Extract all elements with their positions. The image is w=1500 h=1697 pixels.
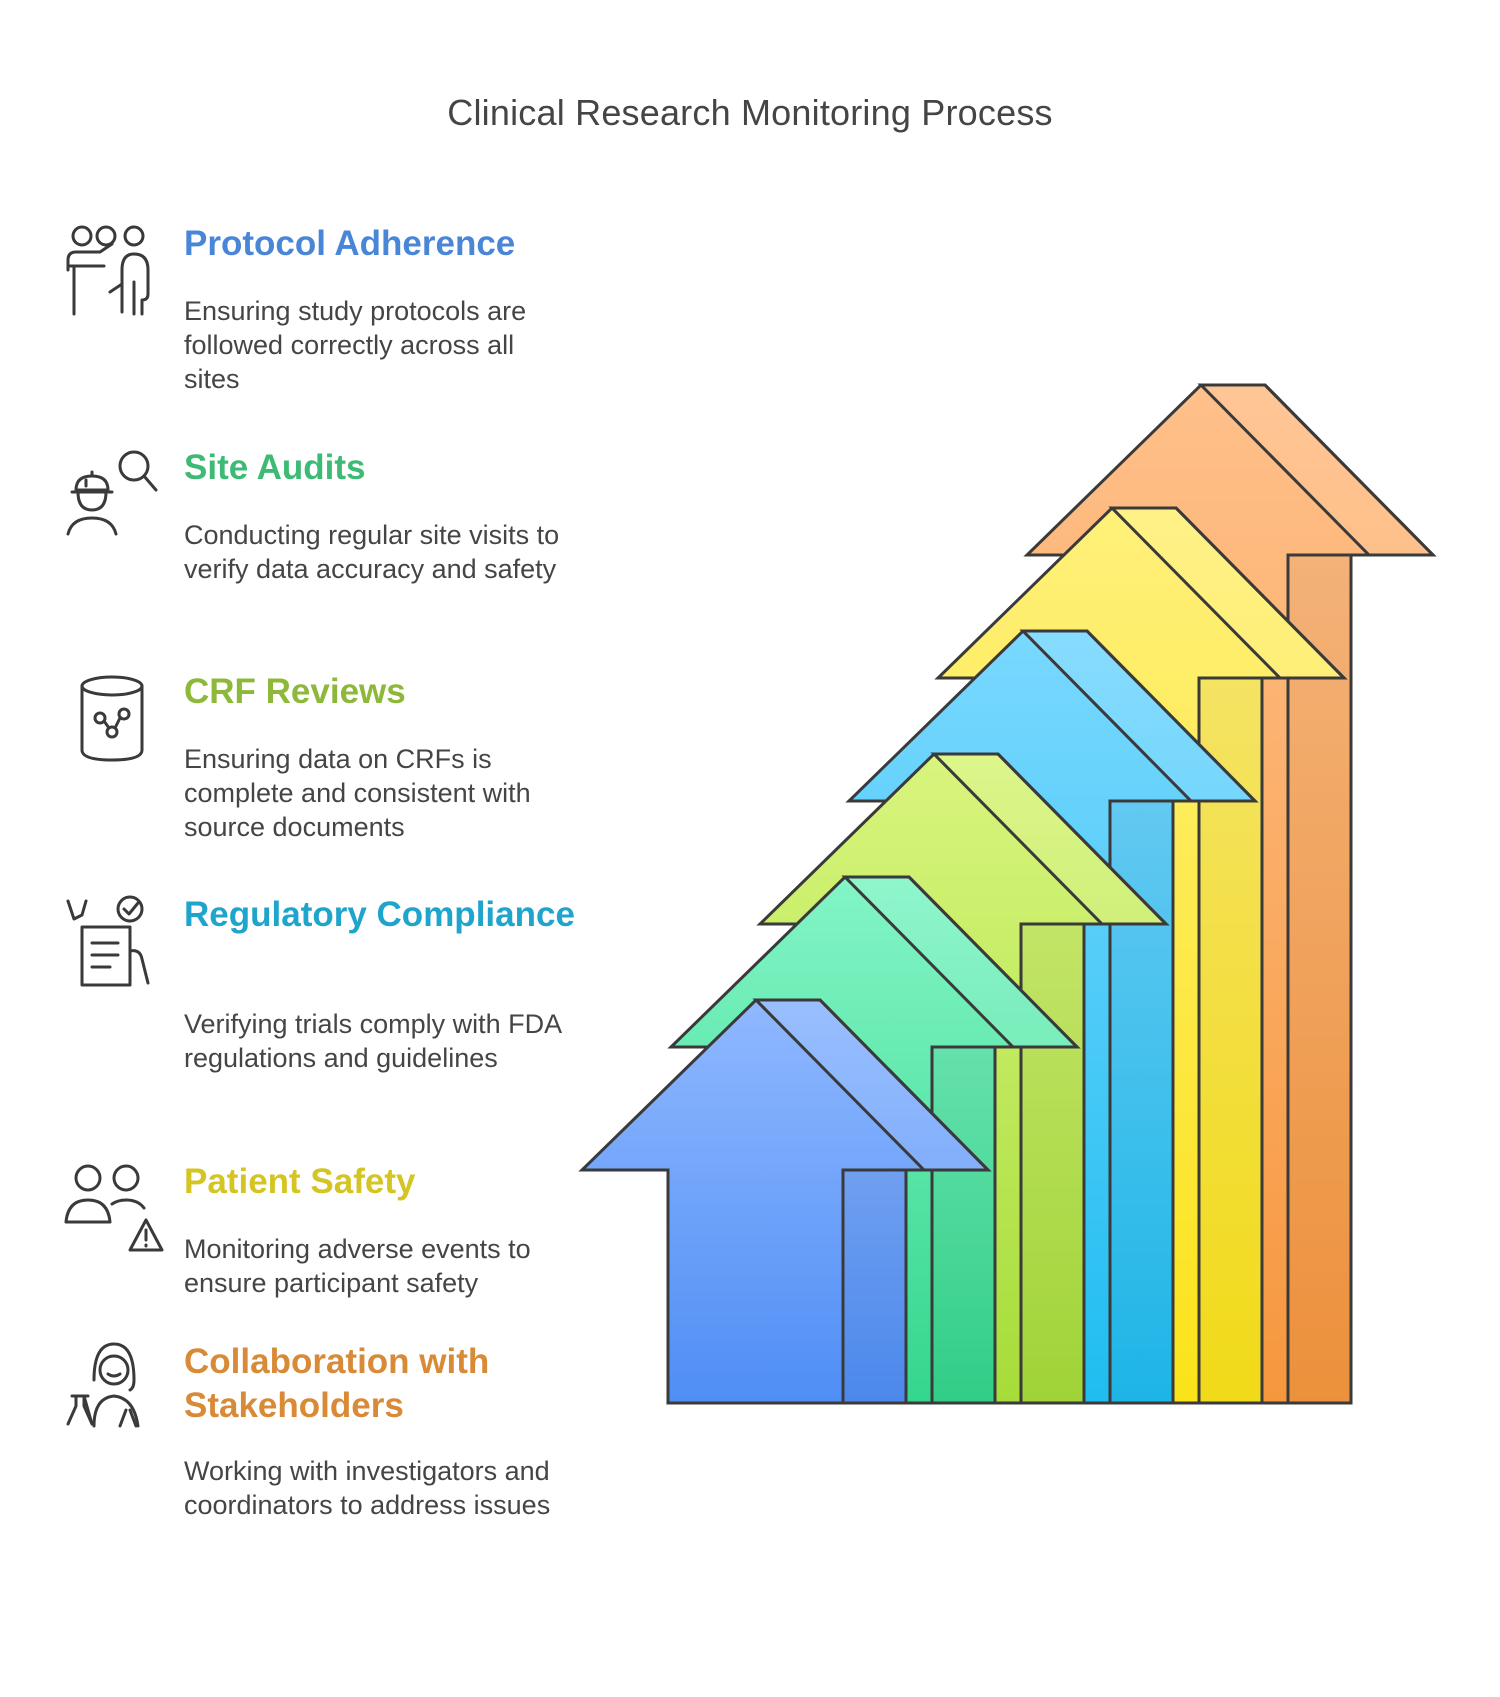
presenter-with-audience-icon [60, 222, 170, 332]
step-description: Working with investigators and coordinat… [184, 1456, 551, 1520]
people-warning-icon [60, 1160, 170, 1270]
step-heading: Protocol Adherence [184, 224, 516, 263]
database-network-icon [60, 672, 170, 782]
step-description: Ensuring study protocols are followed co… [184, 296, 527, 394]
step-heading: Collaboration with Stakeholders [184, 1342, 490, 1425]
step-heading: Site Audits [184, 448, 366, 487]
scientist-with-flask-icon [60, 1340, 170, 1450]
step-description: Conducting regular site visits to verify… [184, 520, 560, 584]
step-description: Monitoring adverse events to ensure part… [184, 1234, 531, 1298]
page-title: Clinical Research Monitoring Process [447, 92, 1053, 133]
step-heading: Regulatory Compliance [184, 895, 575, 934]
document-checklist-icon [60, 893, 170, 1003]
step-description: Ensuring data on CRFs is complete and co… [184, 744, 531, 842]
step-description: Verifying trials comply with FDA regulat… [184, 1009, 561, 1073]
arrow-step-1 [578, 998, 992, 1405]
step-heading: CRF Reviews [184, 672, 406, 711]
inspector-with-magnifier-icon [60, 446, 170, 556]
step-heading: Patient Safety [184, 1162, 416, 1201]
